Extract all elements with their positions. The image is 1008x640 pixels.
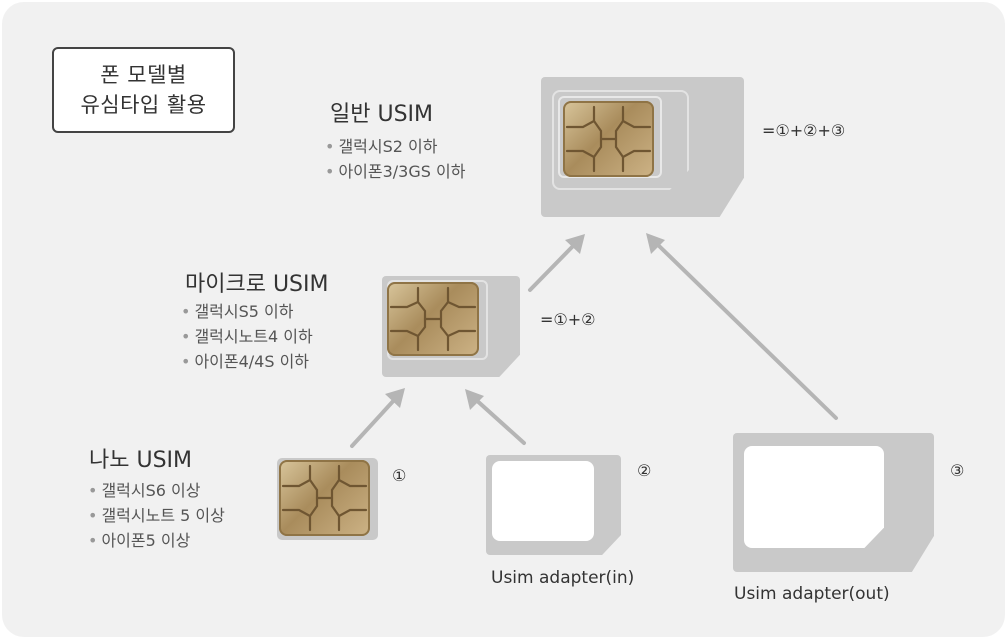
- chip-contacts-icon: [389, 286, 477, 352]
- arrowhead-icon: [565, 234, 585, 254]
- adapter-in-cutout: [492, 461, 594, 541]
- arrow-adapter-out-to-standard: [654, 241, 838, 420]
- micro-usim-list: 갤럭시S5 이하 갤럭시노트4 이하 아이폰4/4S 이하: [181, 299, 313, 374]
- chip-contacts-icon: [281, 464, 368, 532]
- list-item: 갤럭시S5 이하: [181, 299, 313, 324]
- list-item: 갤럭시S6 이상: [88, 478, 225, 503]
- adapter-in-marker: ②: [637, 461, 652, 480]
- adapter-out-cutout: [744, 446, 884, 548]
- arrowhead-icon: [646, 233, 665, 254]
- list-item: 아이폰5 이상: [88, 528, 225, 553]
- micro-adapter-outline: [552, 90, 689, 190]
- adapter-out-marker: ③: [950, 461, 965, 480]
- micro-usim-formula: =①+②: [540, 310, 596, 329]
- list-item: 아이폰4/4S 이하: [181, 349, 313, 374]
- title-line-1: 폰 모델별: [100, 63, 187, 87]
- nano-usim-heading: 나노 USIM: [89, 448, 193, 473]
- standard-usim-heading: 일반 USIM: [330, 102, 434, 127]
- standard-usim-list: 갤럭시S2 이하 아이폰3/3GS 이하: [325, 134, 465, 184]
- arrow-adapter-in-to-micro: [472, 396, 526, 445]
- title-box: 폰 모델별 유심타입 활용: [52, 47, 235, 133]
- adapter-out-caption: Usim adapter(out): [734, 584, 890, 604]
- adapter-in-caption: Usim adapter(in): [491, 568, 635, 588]
- list-item: 갤럭시노트 5 이상: [88, 503, 224, 528]
- nano-usim-list: 갤럭시S6 이상 갤럭시노트 5 이상 아이폰5 이상: [88, 478, 225, 553]
- sim-chip: [279, 460, 370, 536]
- sim-chip: [387, 282, 479, 356]
- arrowhead-icon: [385, 388, 405, 408]
- list-item: 갤럭시S2 이하: [325, 134, 465, 159]
- sim-chip: [563, 101, 654, 177]
- list-item: 갤럭시노트4 이하: [181, 324, 312, 349]
- standard-usim-formula: =①+②+③: [762, 121, 846, 140]
- micro-usim-heading: 마이크로 USIM: [185, 272, 329, 297]
- arrowhead-icon: [465, 389, 484, 410]
- arrow-nano-to-micro: [350, 396, 398, 448]
- list-item: 아이폰3/3GS 이하: [325, 159, 465, 184]
- nano-adapter-outline: [558, 96, 662, 178]
- nano-marker: ①: [392, 466, 407, 485]
- title-line-2: 유심타입 활용: [80, 93, 207, 117]
- chip-contacts-icon: [565, 105, 652, 173]
- arrow-micro-to-standard: [528, 242, 577, 292]
